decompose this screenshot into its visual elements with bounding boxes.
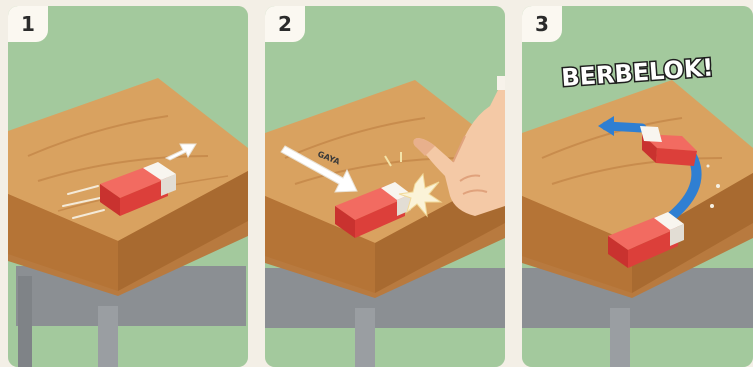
panel-2-scene: GAYA	[265, 6, 505, 367]
panel-1-scene	[8, 6, 248, 367]
panel-3: BERBELOK! 3	[522, 6, 753, 367]
panel-1: 1	[8, 6, 248, 367]
panel-1-number: 1	[8, 6, 48, 42]
panel-2-number: 2	[265, 6, 305, 42]
panel-3-number: 3	[522, 6, 562, 42]
panel-3-scene: BERBELOK!	[522, 6, 753, 367]
panel-2: GAYA 2	[265, 6, 505, 367]
